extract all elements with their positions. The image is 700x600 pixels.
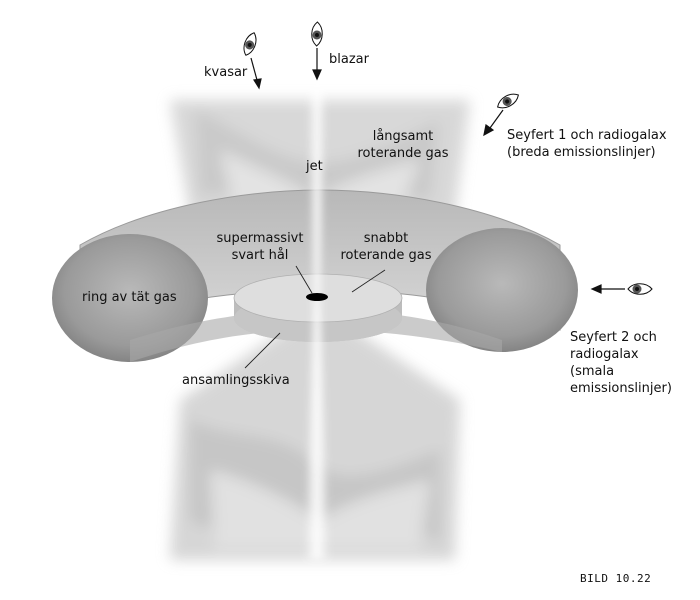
label-jet: jet [306,159,323,174]
label-fast-gas-line2: roterande gas [340,248,432,263]
leader-black-hole [295,265,313,294]
label-seyfert2-line1: Seyfert 2 och [570,330,657,345]
label-seyfert2-line3: (smala [570,364,615,379]
label-fast-gas: snabbt roterande gas [340,230,431,264]
label-seyfert1-line2: (breda emissionslinjer) [507,145,656,160]
label-black-hole-line2: svart hål [231,248,289,263]
eye-icon-seyfert1 [497,93,519,109]
label-seyfert1-line1: Seyfert 1 och radiogalax [507,128,667,143]
figure-number: BILD 10.22 [580,572,652,585]
black-hole [306,293,328,301]
arrow-blazar [312,48,322,81]
label-slow-gas-line1: långsamt [372,129,434,144]
arrow-kvasar [250,57,262,90]
label-seyfert2-line2: radiogalax [570,347,639,362]
arrow-seyfert2 [590,284,625,294]
leader-accretion-disk [244,332,281,369]
label-slow-gas-line2: roterande gas [357,146,449,161]
label-seyfert2-line4: emissionslinjer) [570,381,672,396]
label-blazar: blazar [329,52,369,67]
leader-lines [244,265,386,369]
label-black-hole-line1: supermassivt [216,231,304,246]
eye-icon-kvasar [243,32,257,56]
label-ring: ring av tät gas [82,290,177,305]
label-seyfert2: Seyfert 2 och radiogalax (smala emission… [570,329,672,397]
label-fast-gas-line1: snabbt [363,231,409,246]
label-seyfert1: Seyfert 1 och radiogalax (breda emission… [507,127,667,161]
torus-front [130,310,502,362]
torus-right-end [426,228,578,352]
label-slow-gas: långsamt roterande gas [357,128,448,162]
view-arrows [250,48,625,294]
eye-icon-seyfert2 [627,283,653,295]
label-accretion-disk: ansamlingsskiva [182,373,290,388]
label-kvasar: kvasar [204,65,248,80]
eye-icon-blazar [311,21,323,47]
jet [304,75,330,560]
arrow-seyfert1 [483,109,504,137]
label-black-hole: supermassivt svart hål [217,230,304,264]
leader-fast-gas [351,269,386,293]
